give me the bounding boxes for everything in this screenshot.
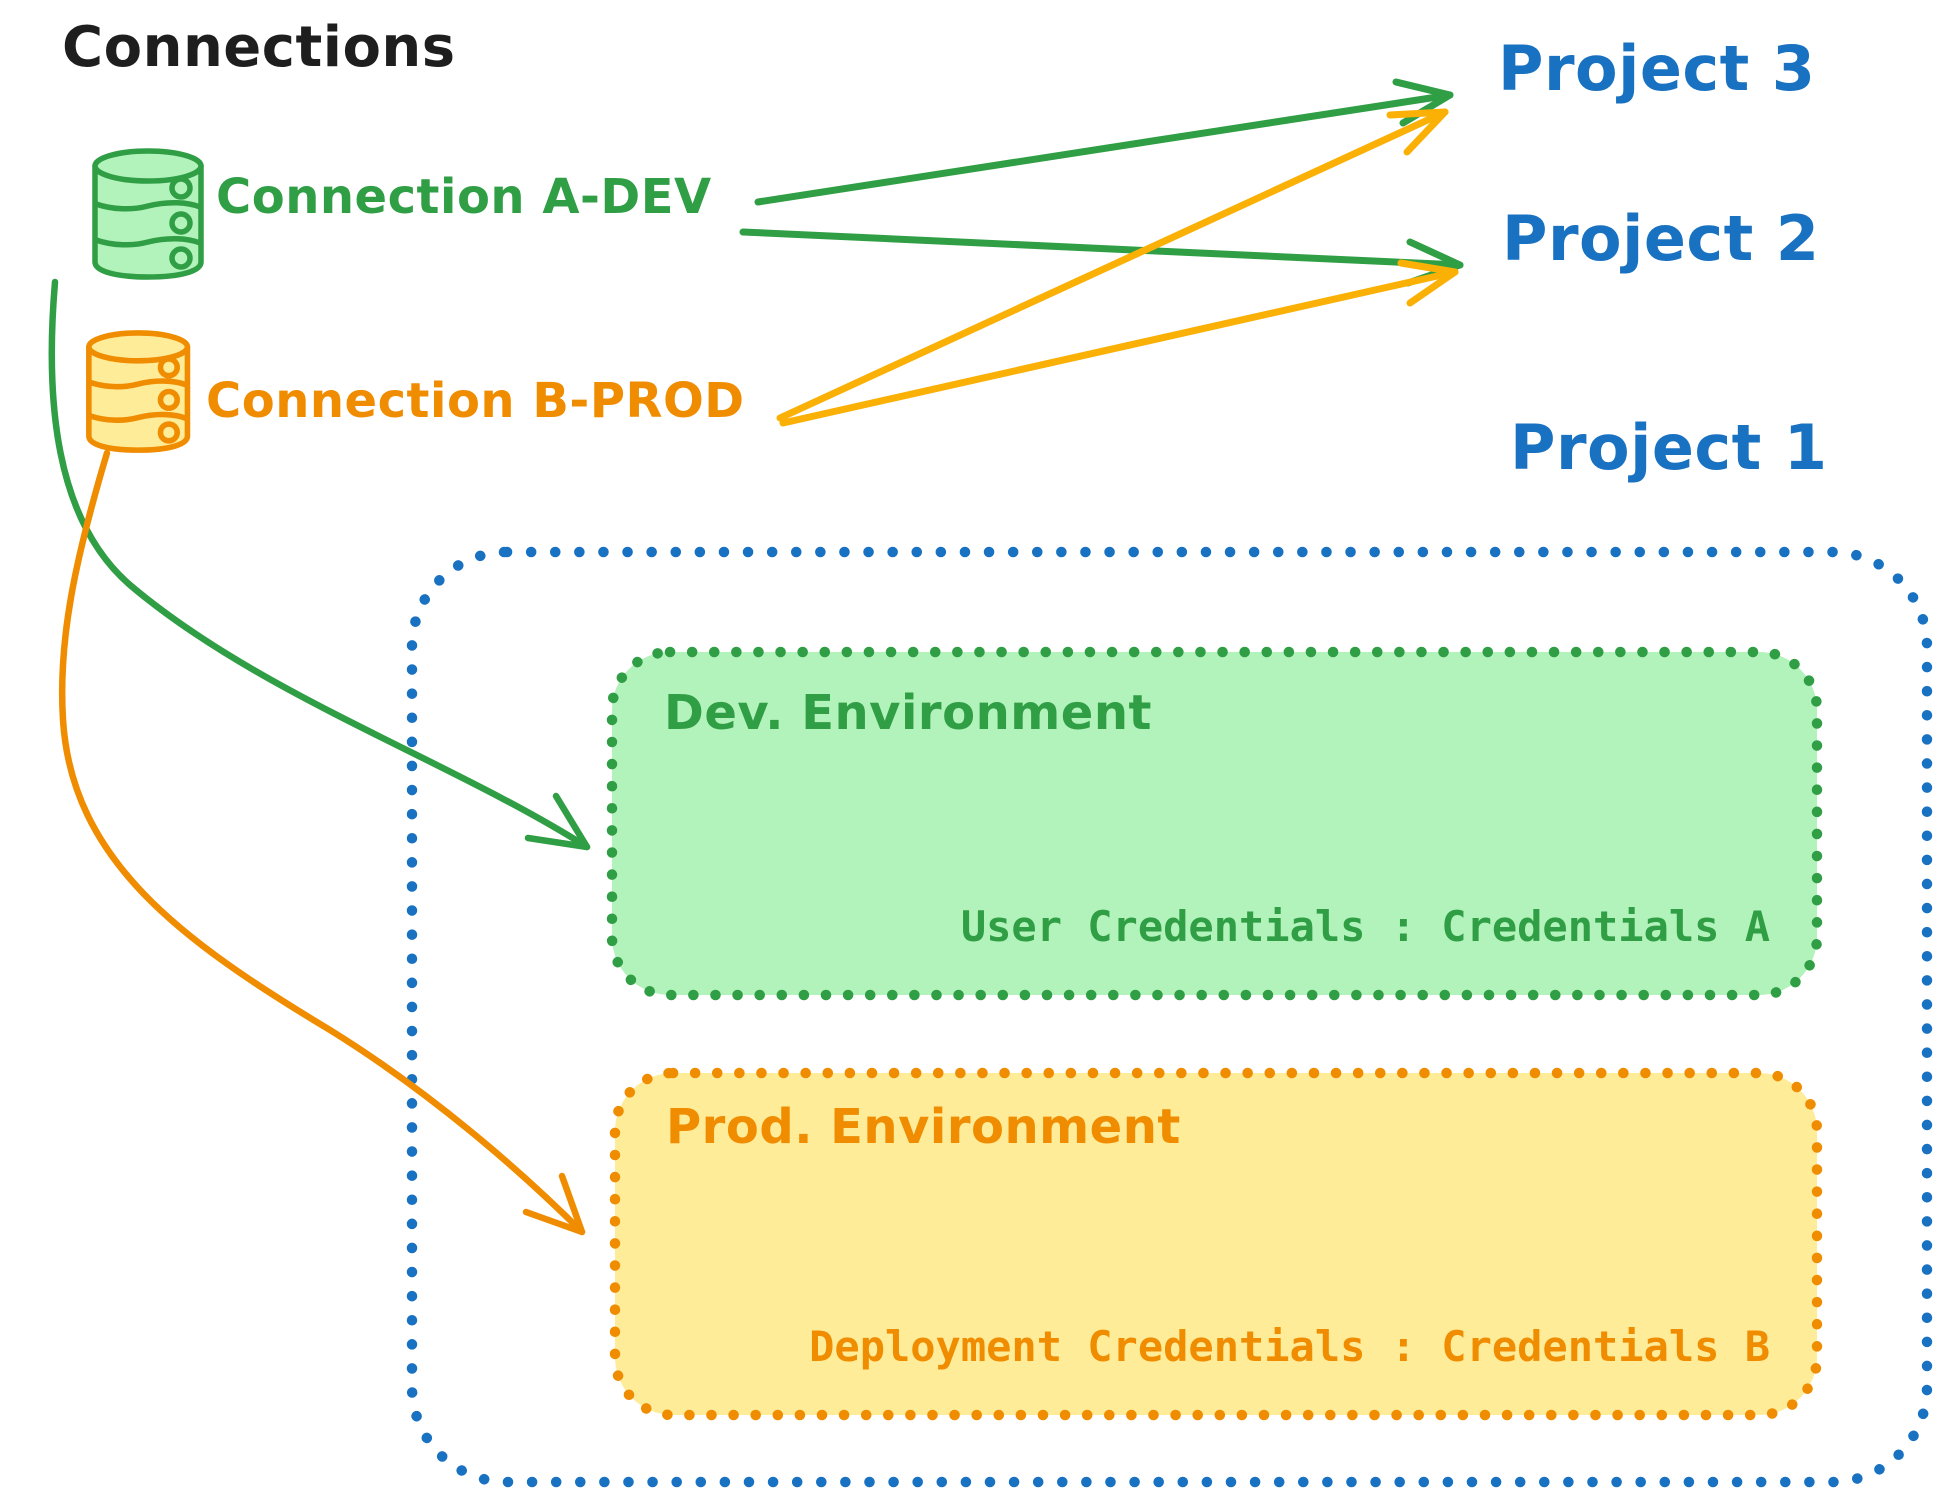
arrow-bprod-to-project3 (776, 108, 1449, 422)
project-2-label: Project 2 (1502, 202, 1820, 275)
project-1-label: Project 1 (1510, 411, 1828, 484)
project-3-label: Project 3 (1498, 32, 1816, 105)
arrow-bprod-to-prod-environment (58, 449, 586, 1236)
prod-credentials-text: Deployment Credentials : Credentials B (809, 1322, 1770, 1371)
dev-environment-title: Dev. Environment (664, 685, 1152, 741)
database-icon (86, 330, 191, 453)
arrow-adev-to-project3 (754, 78, 1454, 206)
arrow-adev-to-dev-environment (48, 278, 591, 851)
arrow-bprod-to-project2 (779, 259, 1459, 427)
connection-a-dev-label: Connection A-DEV (216, 169, 712, 225)
page-title: Connections (62, 15, 456, 80)
dev-environment-box (606, 646, 1823, 1001)
database-icon (92, 148, 204, 280)
prod-environment-box (609, 1067, 1823, 1421)
prod-environment-title: Prod. Environment (666, 1099, 1181, 1155)
arrow-adev-to-project2 (739, 228, 1464, 287)
dev-credentials-text: User Credentials : Credentials A (960, 902, 1770, 951)
connection-b-prod-label: Connection B-PROD (206, 373, 745, 429)
